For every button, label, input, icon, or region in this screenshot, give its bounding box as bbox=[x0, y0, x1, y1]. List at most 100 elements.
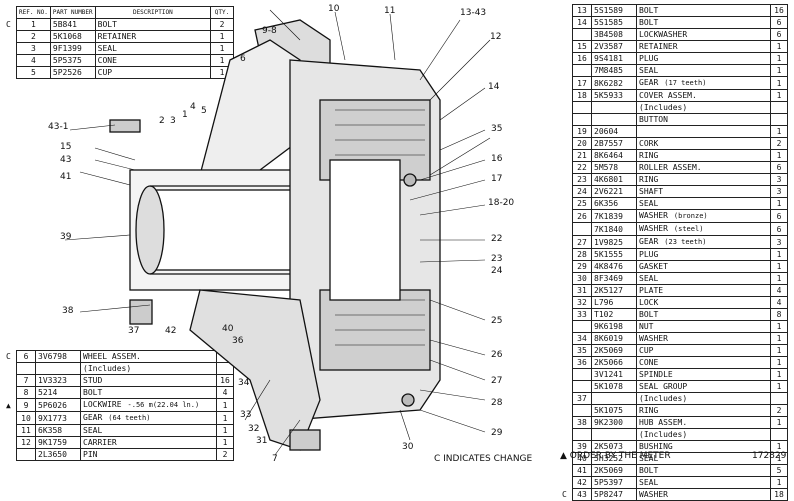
description: BOLT bbox=[639, 310, 659, 319]
ref-number: 34 bbox=[572, 332, 592, 345]
description-cell bbox=[636, 125, 771, 138]
change-flag bbox=[560, 261, 573, 273]
callout-7: 7 bbox=[272, 454, 278, 464]
change-flag bbox=[4, 449, 17, 461]
callout-24: 25 bbox=[491, 316, 503, 326]
part-number: 2K5069 bbox=[591, 464, 637, 477]
callout-29: 30 bbox=[402, 442, 414, 452]
change-flag bbox=[4, 387, 17, 399]
change-flag bbox=[560, 236, 573, 249]
description: LOCKWASHER bbox=[639, 30, 688, 39]
part-number: 7K1840 bbox=[591, 222, 637, 236]
callout-42: 43 bbox=[60, 155, 72, 165]
ref-number bbox=[572, 101, 592, 114]
description-cell: (Includes) bbox=[636, 428, 771, 441]
part-number: 1V9825 bbox=[591, 235, 637, 249]
part-number: 5S1585 bbox=[591, 16, 637, 29]
ref-number: 25 bbox=[572, 197, 592, 210]
description-cell: BOLT bbox=[636, 16, 771, 29]
callout-34: 35 bbox=[491, 124, 503, 134]
callout-1: 1 bbox=[182, 110, 188, 120]
part-number: 6K356 bbox=[591, 197, 637, 210]
description-cell: GEAR(23 teeth) bbox=[636, 235, 771, 249]
quantity: 1 bbox=[770, 52, 788, 65]
ref-number bbox=[572, 320, 592, 333]
ref-number: 22 bbox=[572, 161, 592, 174]
change-flag bbox=[560, 381, 573, 393]
description: RETAINER bbox=[97, 32, 137, 41]
change-flag bbox=[560, 41, 573, 53]
description-cell: RETAINER bbox=[636, 40, 771, 53]
description-cell: CUP bbox=[636, 344, 771, 357]
description-cell: CORK bbox=[636, 137, 771, 150]
description-cell: ROLLER ASSEM. bbox=[636, 161, 771, 174]
description: STUD bbox=[83, 376, 103, 385]
quantity: 1 bbox=[770, 76, 788, 90]
description-cell: BUTTON bbox=[636, 113, 771, 126]
description: SEAL bbox=[97, 44, 117, 53]
callout-27: 28 bbox=[491, 398, 503, 408]
change-flag bbox=[560, 186, 573, 198]
description: SHAFT bbox=[639, 187, 664, 196]
ref-number: 21 bbox=[572, 149, 592, 162]
quantity: 4 bbox=[770, 296, 788, 309]
part-number: 5K5933 bbox=[591, 89, 637, 102]
change-flag: C bbox=[6, 352, 11, 361]
description-cell: PLATE bbox=[636, 284, 771, 297]
quantity: 1 bbox=[770, 248, 788, 261]
ref-number: 10 bbox=[16, 411, 36, 425]
quantity: 4 bbox=[770, 284, 788, 297]
change-flag bbox=[560, 417, 573, 429]
change-flag bbox=[560, 333, 573, 345]
description: RETAINER bbox=[639, 42, 678, 51]
ref-number: 26 bbox=[572, 209, 592, 223]
change-flag bbox=[560, 77, 573, 90]
ref-number: 38 bbox=[572, 416, 592, 429]
part-number: 5P8247 bbox=[591, 488, 637, 501]
description: ROLLER ASSEM. bbox=[639, 163, 702, 172]
description: BUTTON bbox=[639, 115, 668, 124]
description-cell: WASHER(steel) bbox=[636, 222, 771, 236]
ref-number bbox=[16, 448, 36, 461]
part-number bbox=[591, 113, 637, 126]
description-cell: SEAL bbox=[636, 64, 771, 77]
description: BOLT bbox=[639, 6, 659, 15]
description: LOCK bbox=[639, 298, 659, 307]
quantity: 2 bbox=[770, 137, 788, 150]
quantity: 1 bbox=[770, 125, 788, 138]
description-cell: SEAL GROUP bbox=[636, 380, 771, 393]
part-number: T102 bbox=[591, 308, 637, 321]
change-flag bbox=[560, 102, 573, 114]
callout-18-20: 18-20 bbox=[488, 198, 515, 208]
description-cell: LOCKWASHER bbox=[636, 28, 771, 41]
quantity: 3 bbox=[770, 173, 788, 186]
callout-39: 40 bbox=[222, 324, 234, 334]
part-number: 2V6221 bbox=[591, 185, 637, 198]
ref-number: 30 bbox=[572, 272, 592, 285]
part-number bbox=[591, 428, 637, 441]
description: WHEEL ASSEM. bbox=[83, 352, 141, 361]
part-number bbox=[591, 392, 637, 405]
part-number: 5P2526 bbox=[49, 66, 96, 79]
description-note: -.56 m(22.04 ln.) bbox=[127, 401, 200, 409]
callout-32: 33 bbox=[240, 410, 252, 420]
description-note: (23 teeth) bbox=[664, 238, 707, 246]
callout-26: 27 bbox=[491, 376, 503, 386]
ref-number: 24 bbox=[572, 185, 592, 198]
callout-17: 17 bbox=[491, 174, 503, 184]
callout-36: 37 bbox=[128, 326, 140, 336]
